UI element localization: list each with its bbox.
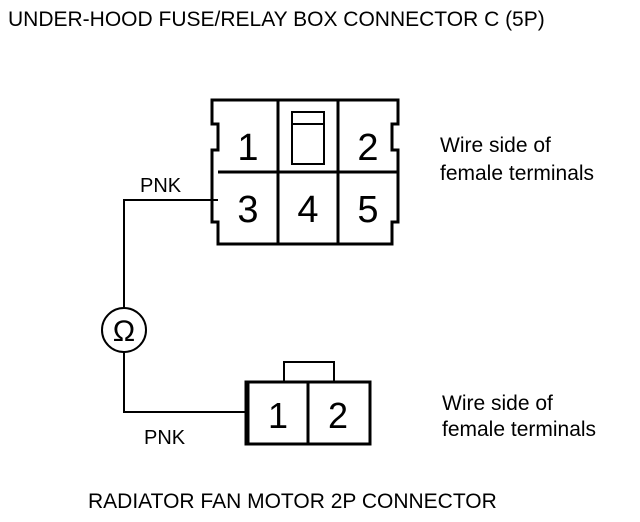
pin-label: 2: [328, 395, 348, 436]
wire-bottom: [123, 352, 248, 413]
empty-cavity: [291, 123, 325, 165]
five-pin-housing: [210, 98, 400, 246]
pin-label: 5: [357, 189, 378, 231]
bottom-note-line1: Wire side of: [442, 392, 553, 415]
ohmmeter-icon: [101, 307, 147, 353]
wire-color-bottom: PNK: [144, 427, 186, 449]
two-pin-lock-tab: [283, 361, 335, 383]
five-pin-connector: 1 2 3 4 5: [210, 98, 400, 246]
pin-label: 1: [268, 395, 288, 436]
wire-color-top: PNK: [140, 175, 182, 197]
bottom-note-line2: female terminals: [442, 418, 596, 441]
pin-label: 3: [237, 189, 258, 231]
wire-top: [123, 199, 218, 308]
pin-label: 1: [237, 127, 258, 169]
top-connector-title: UNDER-HOOD FUSE/RELAY BOX CONNECTOR C (5…: [8, 8, 545, 31]
lock-tab: [291, 111, 325, 125]
test-wiring: Ω: [101, 199, 248, 413]
top-note-line2: female terminals: [440, 162, 594, 185]
two-pin-cell-right: [306, 380, 372, 446]
top-note-line1: Wire side of: [440, 134, 551, 157]
bottom-connector-title: RADIATOR FAN MOTOR 2P CONNECTOR: [88, 490, 497, 513]
pin-label: 2: [357, 127, 378, 169]
two-pin-connector: 1 2: [244, 361, 372, 446]
pin-label: 4: [297, 189, 318, 231]
ohm-symbol: Ω: [113, 315, 135, 348]
